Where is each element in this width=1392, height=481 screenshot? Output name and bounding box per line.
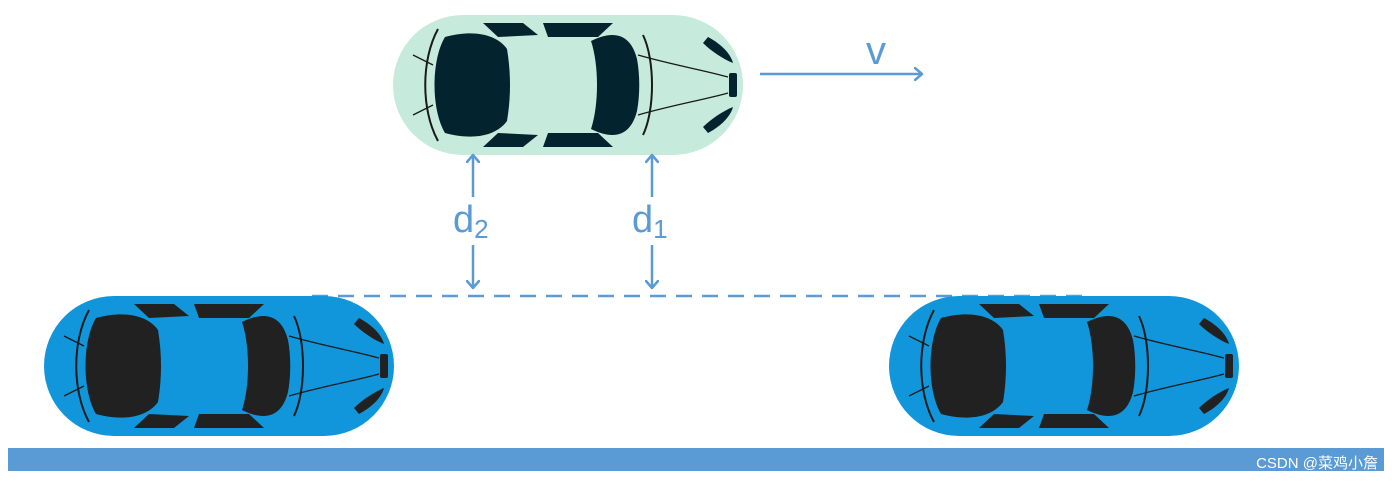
car-top-view-icon	[43, 295, 395, 437]
distance-2-subscript: 2	[474, 214, 488, 244]
distance-1-symbol: d	[632, 199, 653, 241]
distance-2-symbol: d	[453, 199, 474, 241]
distance-1-subscript: 1	[653, 214, 667, 244]
distance-1-label: d1	[632, 199, 668, 244]
watermark-text: CSDN @菜鸡小詹	[1256, 455, 1378, 472]
car-top-view-icon	[888, 295, 1240, 437]
curb-line	[8, 448, 1384, 471]
parked-car-left	[43, 295, 395, 437]
parked-car-right	[888, 295, 1240, 437]
car-top-view-icon	[392, 14, 744, 156]
distance-2-label: d2	[453, 199, 489, 244]
velocity-label: v	[866, 29, 886, 73]
moving-car	[392, 14, 744, 156]
